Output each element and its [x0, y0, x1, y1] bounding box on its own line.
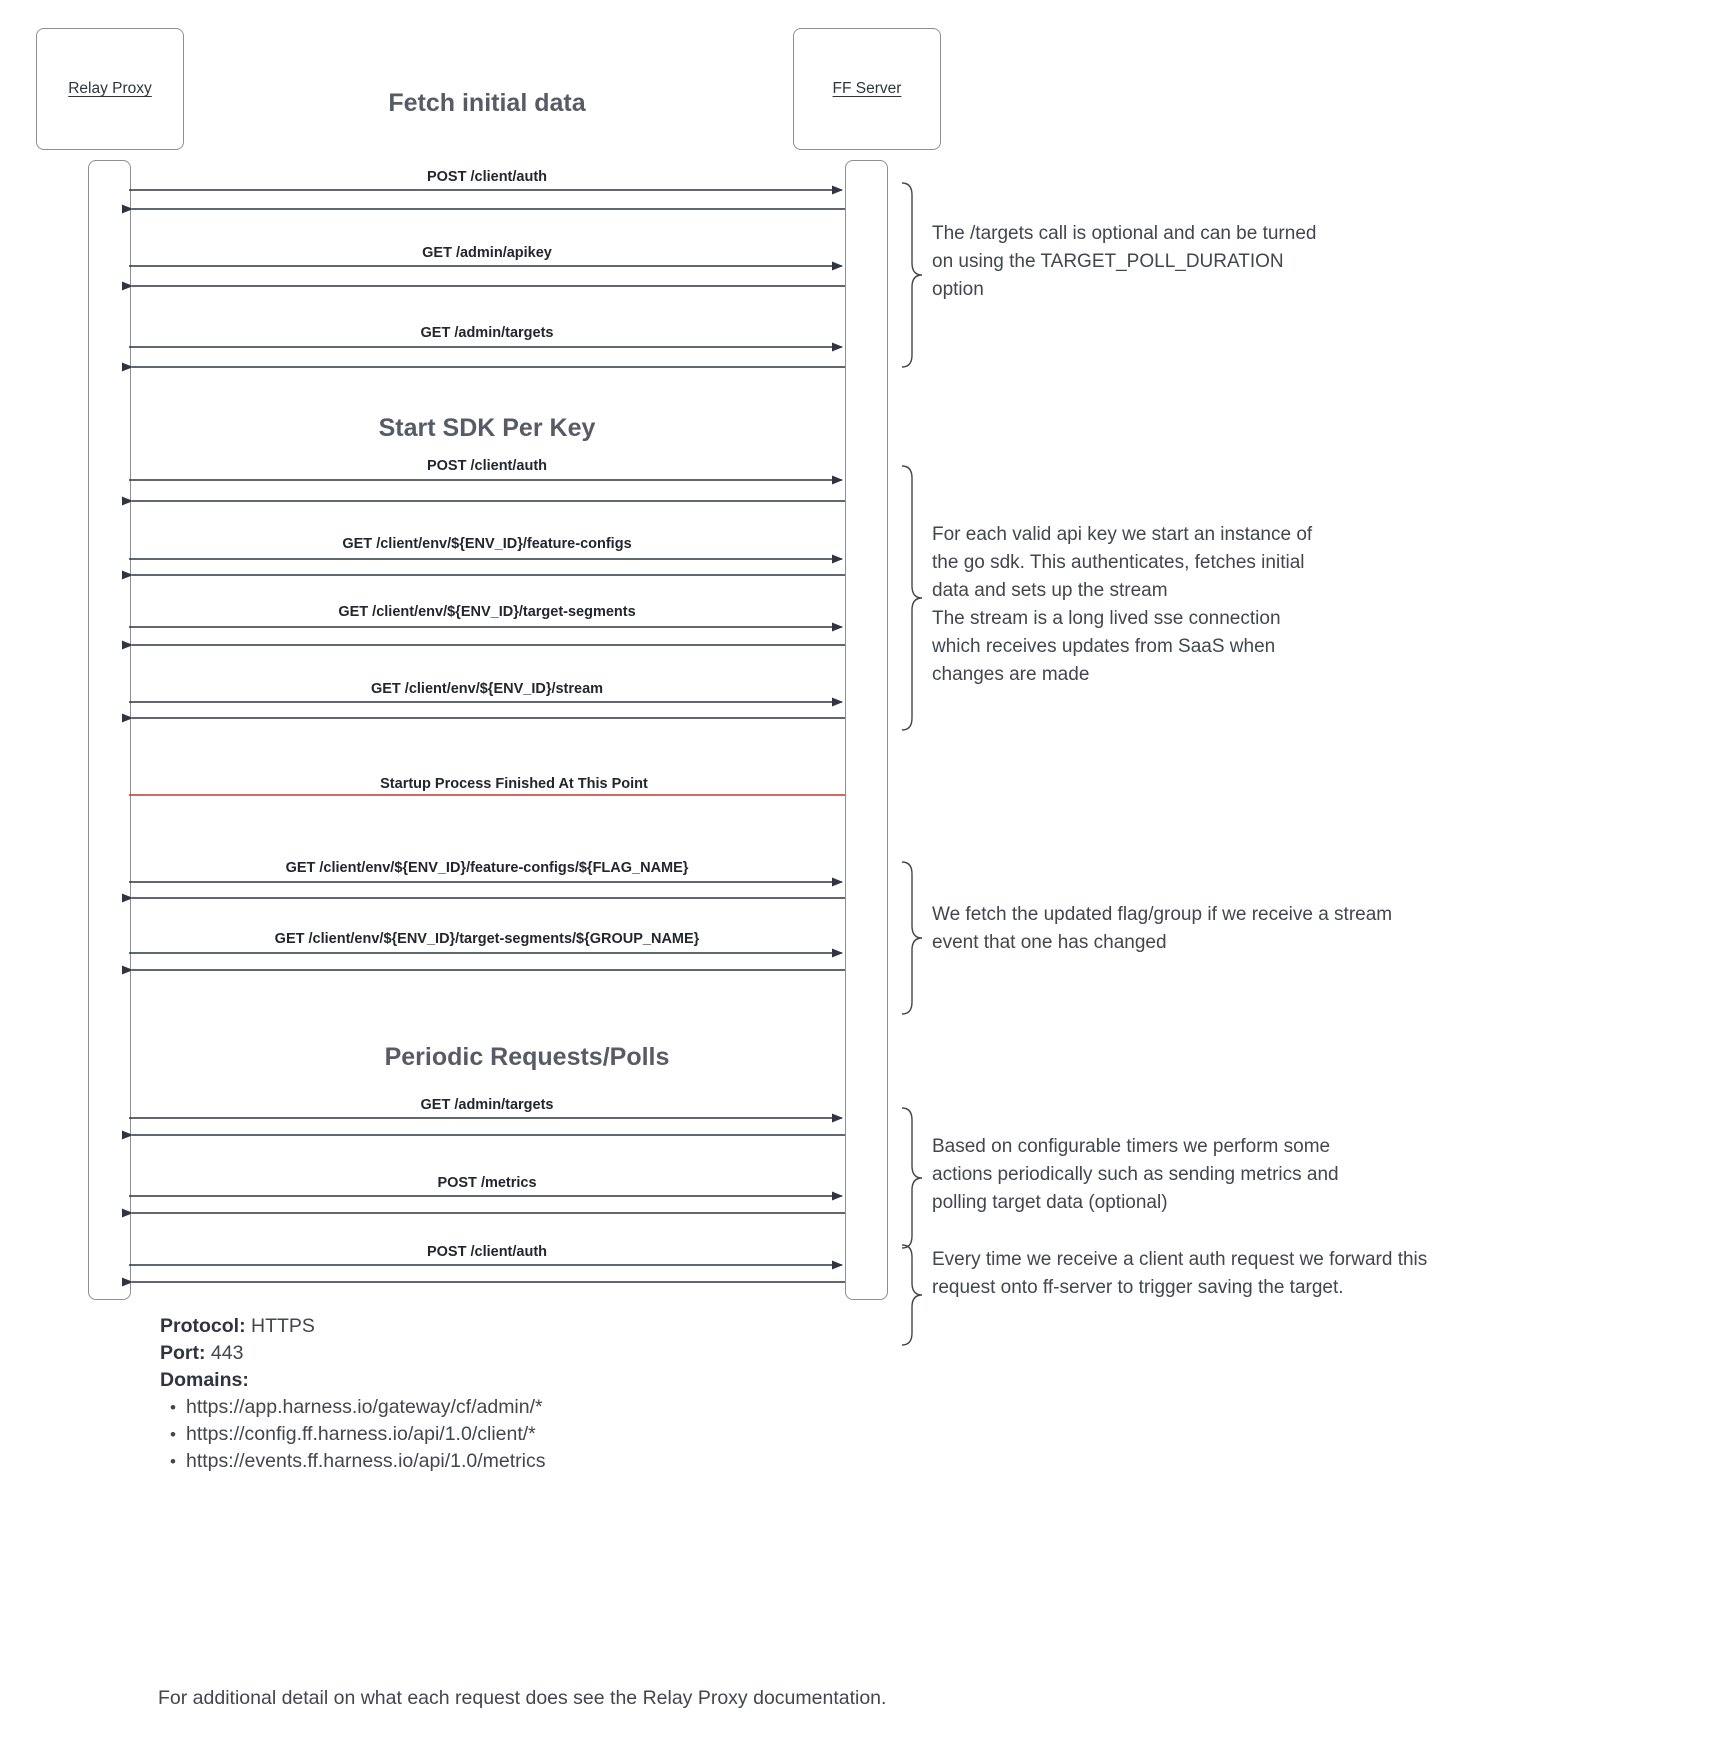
footer-domain-list: https://app.harness.io/gateway/cf/admin/…: [160, 1394, 800, 1475]
list-item: https://config.ff.harness.io/api/1.0/cli…: [160, 1421, 800, 1448]
message-label-get-admin-apikey: GET /admin/apikey: [422, 245, 552, 261]
footer-port-row: Port: 443: [160, 1340, 800, 1367]
participant-box-ff-server: FF Server: [793, 28, 941, 150]
message-label-post-client-auth-3: POST /client/auth: [426, 1244, 548, 1260]
note-stream-event: We fetch the updated flag/group if we re…: [932, 904, 1393, 953]
lifeline-ff-server: [845, 160, 888, 1300]
footer-protocol-key: Protocol:: [160, 1315, 246, 1337]
message-label-get-target-segments: GET /client/env/${ENV_ID}/target-segment…: [338, 604, 636, 620]
note-sdk-instance: For each valid api key we start an insta…: [932, 524, 1313, 685]
note-targets-optional: The /targets call is optional and can be…: [932, 223, 1317, 300]
message-label-get-feature-configs: GET /client/env/${ENV_ID}/feature-config…: [342, 536, 632, 552]
participant-label-ff-server: FF Server: [832, 80, 902, 97]
participant-label-relay-proxy: Relay Proxy: [68, 80, 152, 97]
message-label-post-metrics: POST /metrics: [437, 1175, 537, 1191]
message-label-get-feature-config-by-flag: GET /client/env/${ENV_ID}/feature-config…: [285, 860, 689, 876]
footer-protocol-row: Protocol: HTTPS: [160, 1313, 800, 1340]
footer-protocol-value: HTTPS: [251, 1315, 315, 1337]
section-title-fetch-initial-data: Fetch initial data: [388, 89, 586, 117]
list-item: https://events.ff.harness.io/api/1.0/met…: [160, 1448, 800, 1475]
lifeline-relay-proxy: [88, 160, 131, 1300]
list-item: https://app.harness.io/gateway/cf/admin/…: [160, 1394, 800, 1421]
footer-domains-key: Domains:: [160, 1369, 249, 1391]
message-label-get-admin-targets-1: GET /admin/targets: [420, 325, 554, 341]
message-label-post-client-auth-1: POST /client/auth: [426, 169, 548, 185]
message-label-get-stream: GET /client/env/${ENV_ID}/stream: [370, 681, 604, 697]
note-client-auth-forward: Every time we receive a client auth requ…: [932, 1249, 1428, 1298]
note-timers: Based on configurable timers we perform …: [932, 1136, 1339, 1213]
footer-port-key: Port:: [160, 1342, 206, 1364]
message-label-post-client-auth-2: POST /client/auth: [426, 458, 548, 474]
footer-domains-row: Domains:: [160, 1367, 800, 1394]
section-title-start-sdk-per-key: Start SDK Per Key: [378, 414, 596, 442]
message-label-get-target-segment-by-group: GET /client/env/${ENV_ID}/target-segment…: [274, 931, 700, 947]
footer-port-value: 443: [210, 1342, 244, 1364]
participant-box-relay-proxy: Relay Proxy: [36, 28, 184, 150]
section-title-periodic-requests: Periodic Requests/Polls: [384, 1043, 670, 1071]
message-label-get-admin-targets-2: GET /admin/targets: [420, 1097, 554, 1113]
footer-connection-details: Protocol: HTTPS Port: 443 Domains: https…: [160, 1313, 800, 1475]
divider-label-startup-finished: Startup Process Finished At This Point: [380, 776, 648, 792]
footer-documentation-note: For additional detail on what each reque…: [158, 1687, 887, 1709]
